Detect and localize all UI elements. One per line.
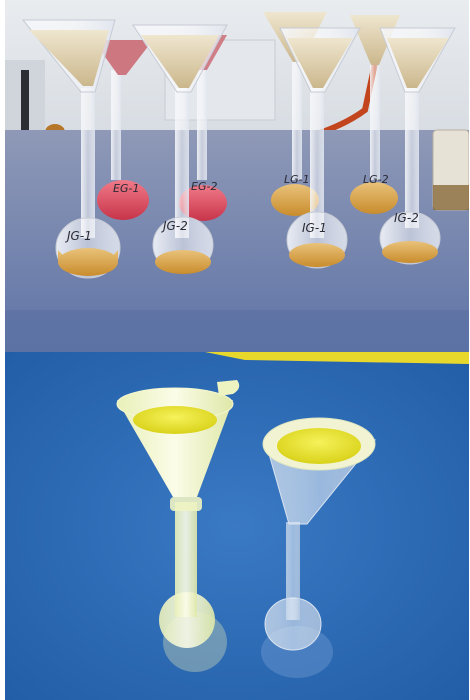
glass-funnel-flask bbox=[261, 417, 377, 678]
plastic-funnel-flask bbox=[116, 380, 240, 672]
yellow-tape-strip bbox=[205, 352, 469, 364]
flask-label: EG-1 bbox=[113, 182, 139, 195]
flask-label: EG-2 bbox=[191, 180, 217, 193]
flask-label: IG-2 bbox=[394, 211, 419, 225]
flask-label: JG-2 bbox=[161, 219, 188, 233]
flask-front-ig2: IG-2 bbox=[379, 27, 456, 265]
flask-front-ig1: IG-1 bbox=[279, 27, 361, 269]
funnel-closeup-scene bbox=[5, 352, 469, 700]
lab-bench-scene: EG-1 EG-2 LG-1 LG-2 JG-1 bbox=[5, 0, 469, 352]
bench-edge bbox=[5, 310, 469, 352]
beaker-sediment bbox=[433, 185, 469, 210]
flask-front-jg1: JG-1 bbox=[21, 19, 121, 279]
flask-label: LG-2 bbox=[363, 173, 389, 186]
flask-back-eg1: EG-1 bbox=[93, 40, 153, 220]
flask-label: LG-1 bbox=[284, 173, 310, 186]
flask-label: IG-1 bbox=[302, 221, 327, 235]
funnel-closeup-photo bbox=[5, 352, 469, 700]
blue-bench-surface bbox=[5, 352, 469, 700]
flask-front-jg2: JG-2 bbox=[132, 24, 228, 274]
flask-label: JG-1 bbox=[65, 229, 92, 243]
lab-bench-photo: EG-1 EG-2 LG-1 LG-2 JG-1 bbox=[5, 0, 469, 352]
